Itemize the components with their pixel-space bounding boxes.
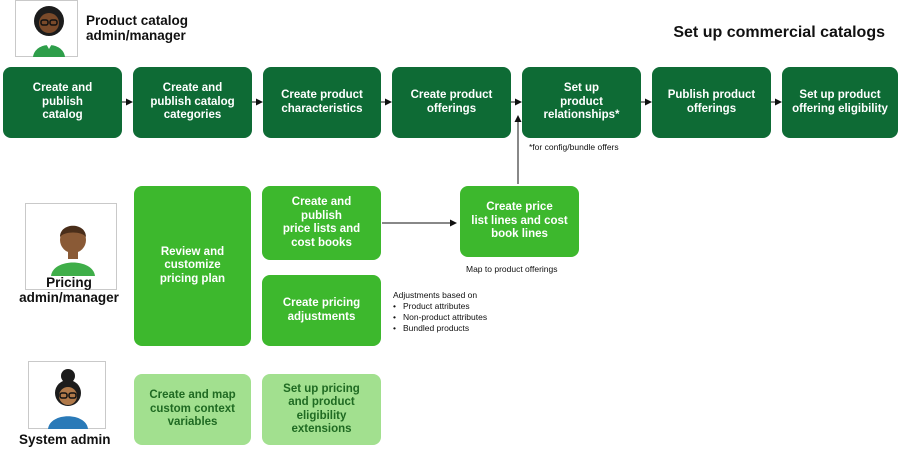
step-create-pricing-adjustments[interactable]: Create pricing adjustments bbox=[262, 275, 381, 346]
catalog-admin-person-icon bbox=[33, 6, 65, 57]
step-create-price-lists[interactable]: Create and publish price lists and cost … bbox=[262, 186, 381, 260]
adjustments-item: Non-product attributes bbox=[393, 312, 487, 323]
step-set-up-product-relationships[interactable]: Set up product relationships* bbox=[522, 67, 641, 138]
step-create-publish-catalog[interactable]: Create and publish catalog bbox=[3, 67, 122, 138]
pricing-admin-avatar bbox=[25, 203, 117, 290]
adjustments-notes: Adjustments based on Product attributes … bbox=[393, 290, 487, 334]
step-create-price-list-lines[interactable]: Create price list lines and cost book li… bbox=[460, 186, 579, 257]
map-offerings-note: Map to product offerings bbox=[466, 264, 558, 274]
step-publish-product-offerings[interactable]: Publish product offerings bbox=[652, 67, 771, 138]
adjustments-item: Bundled products bbox=[393, 323, 487, 334]
adjustments-list: Product attributes Non-product attribute… bbox=[393, 301, 487, 334]
step-review-pricing-plan[interactable]: Review and customize pricing plan bbox=[134, 186, 251, 346]
pricing-admin-label: Pricing admin/manager bbox=[19, 275, 119, 305]
page-title: Set up commercial catalogs bbox=[673, 24, 885, 41]
system-admin-label: System admin bbox=[19, 432, 111, 447]
catalog-admin-label: Product catalog admin/manager bbox=[86, 13, 189, 43]
adjustments-item: Product attributes bbox=[393, 301, 487, 312]
system-admin-avatar bbox=[28, 361, 106, 429]
step-create-product-offerings[interactable]: Create product offerings bbox=[392, 67, 511, 138]
step-set-up-offering-eligibility[interactable]: Set up product offering eligibility bbox=[782, 67, 898, 138]
step-set-up-eligibility-extensions[interactable]: Set up pricing and product eligibility e… bbox=[262, 374, 381, 445]
system-admin-person-icon bbox=[48, 369, 88, 429]
pricing-admin-person-icon bbox=[51, 225, 95, 276]
catalog-admin-avatar bbox=[15, 0, 78, 57]
config-bundle-note: *for config/bundle offers bbox=[529, 142, 619, 152]
adjustments-heading: Adjustments based on bbox=[393, 290, 478, 300]
step-create-context-variables[interactable]: Create and map custom context variables bbox=[134, 374, 251, 445]
step-create-publish-categories[interactable]: Create and publish catalog categories bbox=[133, 67, 252, 138]
step-create-product-characteristics[interactable]: Create product characteristics bbox=[263, 67, 381, 138]
